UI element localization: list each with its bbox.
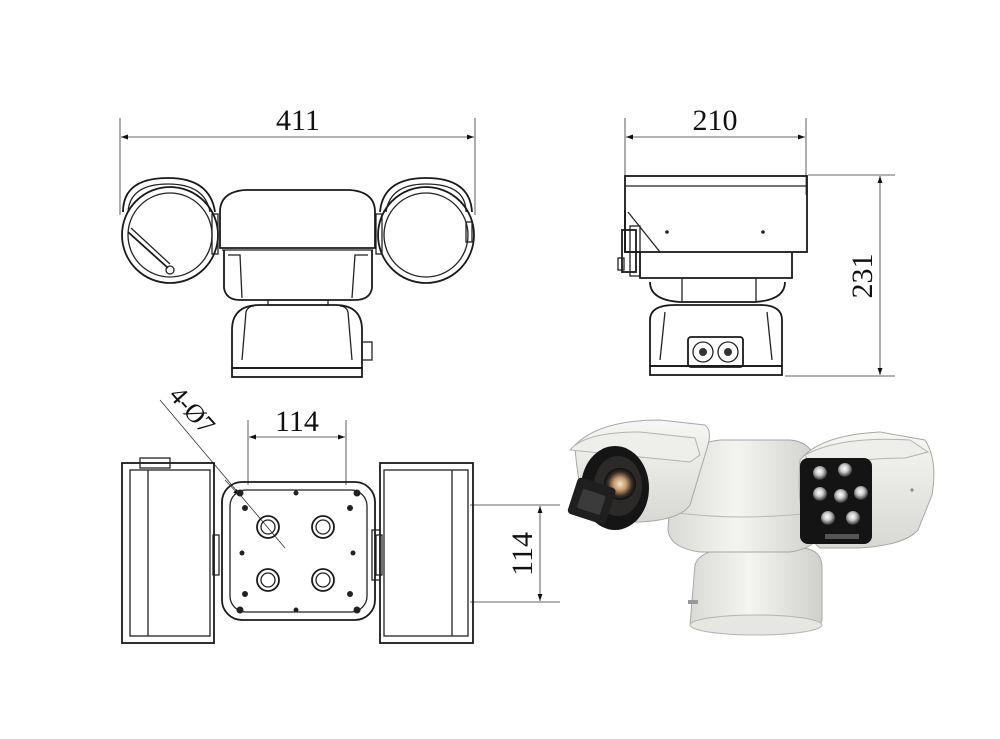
dimension-side-height: 231	[785, 174, 895, 377]
right-housing-front	[375, 177, 475, 284]
dimension-label-210: 210	[693, 104, 738, 137]
dimension-label-114-vertical: 114	[506, 532, 539, 576]
bottom-view: 114 114 4-Ø7	[121, 381, 560, 644]
side-mount	[639, 252, 793, 303]
side-view: 210 231	[617, 104, 895, 377]
dimension-label-114-horizontal: 114	[275, 405, 319, 438]
dimension-label-231: 231	[846, 254, 879, 299]
ir-led-icon	[813, 487, 827, 501]
dimension-bottom-width: 114	[247, 405, 347, 485]
ir-led-icon	[846, 511, 860, 525]
dimension-front-width: 411	[119, 104, 476, 215]
ir-housing-right	[798, 431, 935, 549]
side-housing	[617, 175, 808, 277]
camera-product-render	[567, 419, 935, 636]
hole-callout-label: 4-Ø7	[164, 381, 221, 440]
left-housing-front	[121, 177, 219, 284]
dimension-label-411: 411	[276, 104, 320, 137]
right-housing-bottom	[375, 462, 474, 644]
ir-led-icon	[854, 486, 868, 500]
pan-base-front	[231, 304, 373, 378]
side-base	[649, 304, 783, 376]
left-housing-bottom	[121, 457, 220, 644]
ir-led-icon	[813, 466, 827, 480]
dimension-bottom-height: 114	[470, 504, 560, 603]
camera-housing-left	[567, 419, 710, 530]
ir-led-icon	[834, 489, 848, 503]
dimension-side-depth: 210	[624, 104, 807, 195]
ir-led-icon	[838, 463, 852, 477]
center-body-front	[219, 189, 376, 306]
ir-led-icon	[821, 511, 835, 525]
base-plate-bottom	[221, 481, 381, 621]
front-view: 411	[119, 104, 476, 378]
